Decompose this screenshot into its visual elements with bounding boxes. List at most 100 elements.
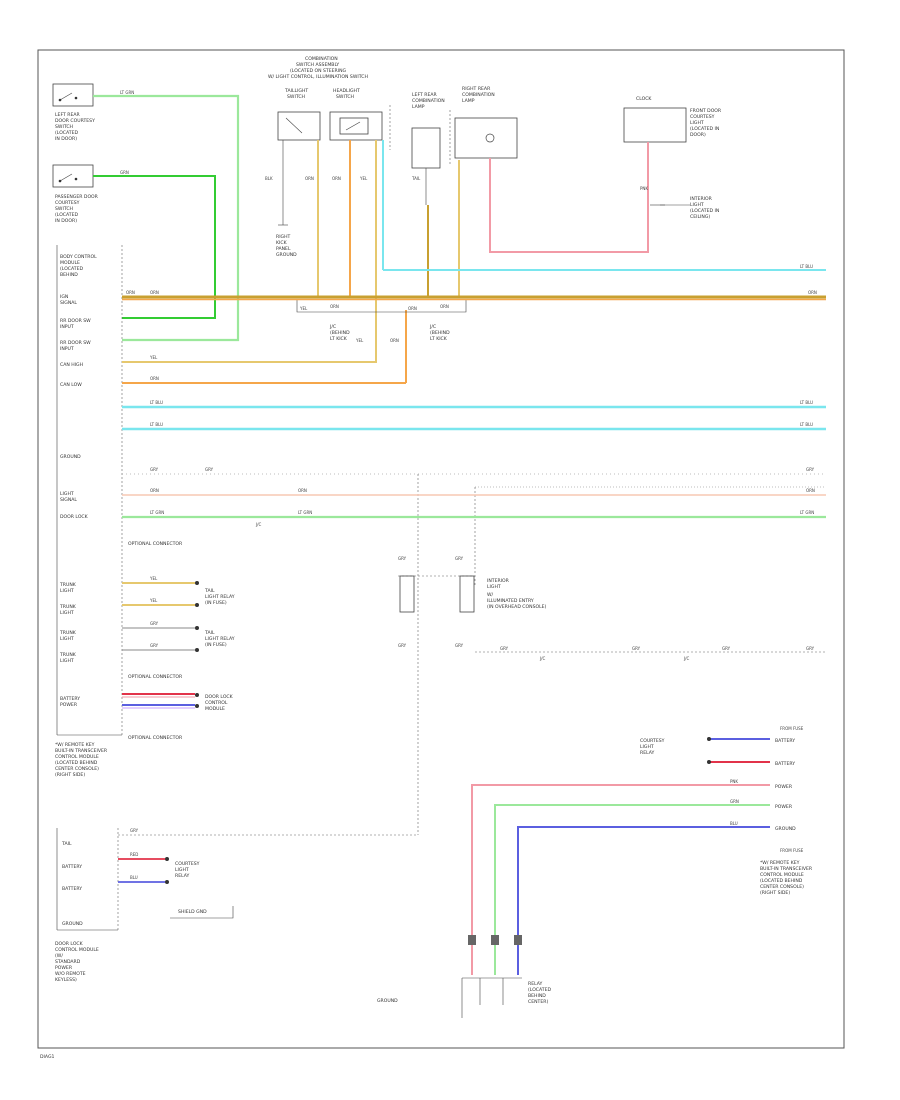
svg-text:LIGHT: LIGHT [60, 658, 74, 664]
svg-text:(LOCATED ON STEERING: (LOCATED ON STEERING [290, 68, 347, 74]
lt-front-module: LEFT REAR COMBINATION LAMP TAIL [411, 92, 445, 205]
svg-text:SIGNAL: SIGNAL [60, 497, 77, 503]
svg-text:CONTROL MODULE: CONTROL MODULE [55, 947, 99, 953]
svg-text:LEFT REAR: LEFT REAR [55, 112, 81, 118]
svg-text:RIGHT REAR: RIGHT REAR [462, 86, 491, 92]
svg-text:TAIL: TAIL [61, 841, 72, 847]
bottom-left-module: GRY TAIL BATTERY BATTERY GROUND RED BLU … [55, 828, 418, 983]
svg-text:RELAY: RELAY [528, 981, 543, 987]
svg-text:COMBINATION: COMBINATION [412, 98, 445, 104]
svg-text:FROM FUSE: FROM FUSE [780, 848, 804, 853]
svg-text:LT BLU: LT BLU [800, 400, 813, 405]
svg-text:ORN: ORN [298, 488, 307, 493]
svg-text:ORN: ORN [808, 290, 817, 295]
svg-text:ORN: ORN [390, 338, 399, 343]
svg-text:(IN OVERHEAD CONSOLE): (IN OVERHEAD CONSOLE) [487, 604, 547, 610]
wire-green-bottom [494, 804, 770, 975]
svg-text:COURTESY: COURTESY [55, 200, 80, 206]
bottom-right-connector: FROM FUSE COURTESY LIGHT RELAY BATTERY B… [640, 726, 813, 896]
wire-pink-bottom [471, 784, 770, 975]
trunk-connectors: YEL YEL GRY GRY TAIL LIGHT RELAY (IN FUS… [122, 576, 235, 652]
svg-text:BATTERY: BATTERY [62, 886, 82, 892]
svg-text:DOOR LOCK: DOOR LOCK [205, 694, 234, 700]
svg-text:RR DOOR SW: RR DOOR SW [60, 318, 91, 324]
svg-text:J/C: J/C [255, 522, 262, 527]
svg-text:ORN: ORN [330, 304, 339, 309]
svg-text:PNK: PNK [640, 186, 648, 191]
svg-text:CENTER): CENTER) [528, 999, 548, 1005]
junction-connector: YEL ORN ORN ORN J/C (BEHIND LT KICK J/C … [296, 300, 467, 342]
svg-text:COMBINATION: COMBINATION [462, 92, 495, 98]
svg-text:RELAY: RELAY [175, 873, 190, 879]
svg-text:LIGHT: LIGHT [690, 202, 704, 208]
svg-text:YEL: YEL [299, 306, 308, 311]
svg-text:BATTERY: BATTERY [60, 696, 80, 702]
svg-text:TRUNK: TRUNK [59, 630, 77, 636]
wire-yellow-bus [122, 345, 377, 363]
svg-text:INPUT: INPUT [60, 346, 74, 352]
svg-text:GRN: GRN [730, 799, 739, 804]
svg-text:SWITCH: SWITCH [55, 124, 73, 130]
svg-text:LT BLU: LT BLU [150, 400, 163, 405]
svg-text:DOOR): DOOR) [690, 132, 706, 138]
svg-text:YEL: YEL [149, 598, 158, 603]
svg-text:(RIGHT SIDE): (RIGHT SIDE) [760, 890, 790, 896]
svg-text:CENTER CONSOLE): CENTER CONSOLE) [55, 766, 99, 772]
bottom-plug: RELAY (LOCATED BEHIND CENTER) [461, 935, 552, 1018]
svg-text:BATTERY: BATTERY [775, 738, 795, 744]
svg-text:ORN: ORN [440, 304, 449, 309]
svg-text:GRY: GRY [500, 646, 509, 651]
right-center-module: GRY GRY INTERIOR LIGHT W/ ILLUMINATED EN… [398, 556, 826, 661]
svg-text:LAMP: LAMP [462, 98, 475, 104]
svg-text:INPUT: INPUT [60, 324, 74, 330]
wire-green-2 [93, 175, 216, 319]
svg-text:INTERIOR: INTERIOR [487, 578, 510, 584]
svg-text:LT BLU: LT BLU [150, 422, 163, 427]
svg-text:CLOCK: CLOCK [636, 96, 652, 102]
wire-pink-top [489, 142, 649, 253]
svg-text:(LOCATED BEHIND: (LOCATED BEHIND [760, 878, 803, 884]
svg-text:(LOCATED: (LOCATED [528, 987, 552, 993]
svg-text:BLK: BLK [265, 176, 273, 181]
svg-text:ILLUMINATED ENTRY: ILLUMINATED ENTRY [487, 598, 534, 604]
svg-text:SWITCH: SWITCH [55, 206, 73, 212]
svg-text:IN DOOR): IN DOOR) [55, 218, 77, 224]
svg-text:BODY CONTROL: BODY CONTROL [60, 254, 97, 260]
svg-text:LEFT REAR: LEFT REAR [412, 92, 438, 98]
svg-text:J/C: J/C [683, 656, 690, 661]
svg-text:COURTESY: COURTESY [175, 861, 200, 867]
svg-text:J/C: J/C [329, 324, 336, 330]
svg-text:ORN: ORN [332, 176, 341, 181]
svg-text:GROUND: GROUND [775, 826, 796, 832]
svg-text:CONTROL MODULE: CONTROL MODULE [55, 754, 99, 760]
svg-text:POWER: POWER [775, 784, 793, 790]
svg-text:LIGHT: LIGHT [690, 120, 704, 126]
svg-text:LIGHT: LIGHT [640, 744, 654, 750]
svg-text:DOOR COURTESY: DOOR COURTESY [55, 118, 95, 124]
svg-text:W/O REMOTE: W/O REMOTE [55, 971, 86, 977]
battery-connectors: DOOR LOCK CONTROL MODULE [122, 693, 234, 712]
svg-text:(RIGHT SIDE): (RIGHT SIDE) [55, 772, 85, 778]
svg-text:BLU: BLU [730, 821, 738, 826]
svg-text:DOOR LOCK: DOOR LOCK [60, 514, 89, 520]
svg-text:PNK: PNK [730, 779, 738, 784]
svg-text:TRUNK: TRUNK [59, 582, 77, 588]
svg-text:TAIL: TAIL [204, 588, 215, 594]
svg-text:KEYLESS): KEYLESS) [55, 977, 77, 983]
svg-text:MODULE: MODULE [205, 706, 225, 712]
svg-text:COMBINATION: COMBINATION [305, 56, 338, 62]
svg-text:SHIELD GND: SHIELD GND [178, 909, 207, 915]
svg-text:CEILING): CEILING) [690, 214, 710, 220]
svg-text:LT GRN: LT GRN [800, 510, 814, 515]
svg-text:LAMP: LAMP [412, 104, 425, 110]
svg-text:(LOCATED IN: (LOCATED IN [690, 126, 719, 132]
svg-text:ORN: ORN [126, 290, 135, 295]
svg-text:BEHIND: BEHIND [528, 993, 546, 999]
svg-text:J/C: J/C [429, 324, 436, 330]
svg-text:(IN FUSE): (IN FUSE) [205, 600, 227, 606]
svg-text:YEL: YEL [149, 355, 158, 360]
svg-text:KICK: KICK [276, 240, 288, 246]
svg-text:LIGHT RELAY: LIGHT RELAY [205, 594, 235, 600]
svg-text:OPTIONAL CONNECTOR: OPTIONAL CONNECTOR [128, 674, 183, 680]
